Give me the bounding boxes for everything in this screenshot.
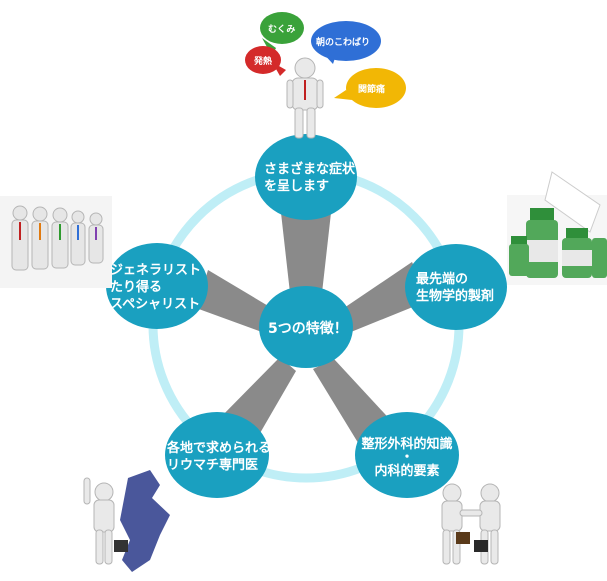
bubble-mukumi-label: むくみ [268,25,296,35]
node-specialist [165,412,269,498]
bubble-joint-pain [334,68,406,108]
node-generalist [106,243,208,329]
bubble-joint-pain-label: 関節痛 [358,85,386,95]
handshake-figures-bottom-right [441,483,501,565]
person-with-map-bottom-left [83,470,170,572]
center-label: 5つの特徴！ [268,321,348,337]
node-knowledge [355,412,459,498]
feature-knowledge-label: 整形外科的知識 ・ 内科的要素 [361,437,453,479]
center-node [259,286,353,368]
feature-symptoms-label: さまざまな症状 を呈します [264,162,356,194]
bubble-stiffness [311,21,381,64]
node-biologics [405,244,507,330]
node-symptoms [255,134,357,220]
people-group-left [0,196,112,288]
medicine-bottles-right [507,171,607,285]
bubble-stiffness-label: 朝のこわばり [316,38,371,48]
person-figure-top [286,57,324,139]
feature-generalist-label: ジェネラリスト たり得る スペシャリスト [110,263,202,312]
feature-specialist-label: 各地で求められる リウマチ専門医 [167,441,272,473]
spoke-symptoms [279,195,333,293]
bubble-fever [245,46,286,76]
feature-biologics-label: 最先端の 生物学的製剤 [416,272,495,304]
spoke-generalist [196,270,275,335]
bubble-fever-label: 発熱 [254,57,273,67]
